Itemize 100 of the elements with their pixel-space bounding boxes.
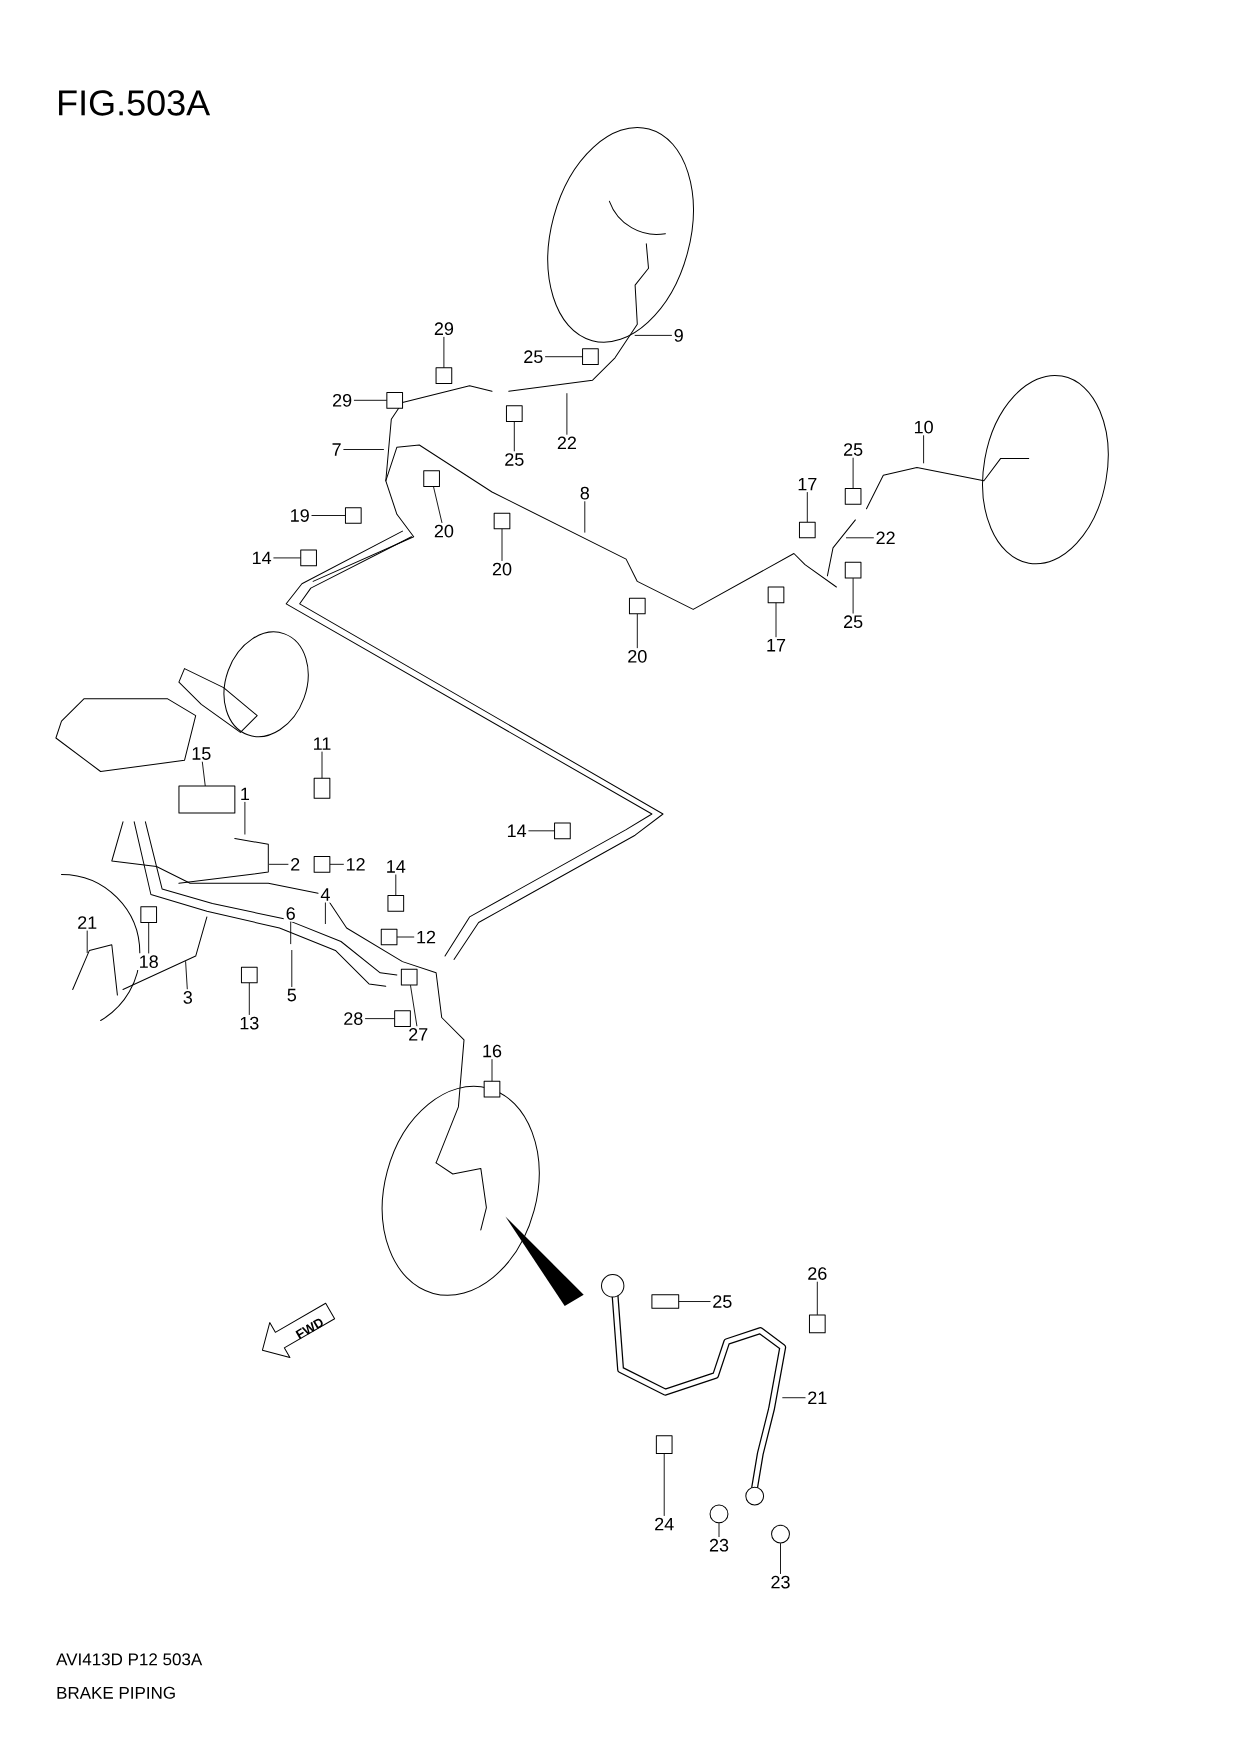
callout-number: 22 — [873, 529, 898, 547]
callout-number: 28 — [341, 1010, 366, 1027]
leader-line — [343, 449, 384, 450]
figure-title: FIG.503A — [59, 90, 211, 116]
leader-line — [244, 801, 246, 835]
callout-number: 24 — [652, 1515, 677, 1533]
callout-number: 25 — [502, 451, 527, 468]
leader-line — [545, 356, 583, 358]
callout-number: 22 — [554, 434, 579, 452]
clip-part — [554, 822, 571, 840]
drawing-code: AVI413D P12 503A — [56, 1653, 203, 1666]
clip-part — [400, 968, 418, 986]
clip-part — [140, 906, 158, 923]
callout-number: 3 — [180, 989, 195, 1006]
callout-number: 20 — [431, 522, 456, 540]
leader-line — [443, 336, 445, 368]
leader-line — [201, 761, 206, 787]
callout-number: 12 — [343, 856, 368, 873]
leader-line — [324, 902, 326, 925]
leader-line — [528, 830, 555, 832]
callout-number: 23 — [707, 1536, 731, 1554]
callout-number: 29 — [431, 320, 456, 338]
leader-line — [291, 949, 293, 988]
clip-part — [387, 895, 405, 912]
callout-number: 9 — [671, 327, 686, 344]
leader-line — [86, 930, 88, 954]
leader-line — [433, 486, 443, 523]
leader-line — [269, 863, 289, 865]
callout-number: 27 — [406, 1026, 431, 1043]
leader-line — [782, 1397, 806, 1399]
leader-line — [353, 399, 387, 401]
clip-part — [386, 391, 404, 409]
leader-line — [816, 1281, 818, 1315]
callout-number: 4 — [318, 886, 333, 903]
leader-line — [663, 1453, 665, 1516]
clip-part — [798, 521, 816, 539]
callout-number: 14 — [504, 822, 529, 839]
clip-part — [651, 1294, 680, 1309]
callout-number: 1 — [237, 785, 252, 803]
clip-part — [655, 1435, 673, 1455]
callout-number: 11 — [310, 735, 334, 752]
leader-line — [491, 1059, 493, 1082]
callout-number: 15 — [189, 745, 214, 762]
clip-part — [435, 367, 453, 385]
callout-number: 23 — [768, 1573, 793, 1591]
clip-part — [844, 488, 862, 505]
washer-part — [771, 1524, 790, 1544]
leader-line — [311, 515, 346, 516]
leader-line — [395, 874, 397, 896]
leader-line — [845, 537, 874, 539]
callout-number: 25 — [710, 1293, 735, 1310]
leader-line — [513, 421, 515, 452]
leader-line — [566, 393, 568, 435]
clip-part — [313, 855, 331, 873]
callout-number: 25 — [841, 441, 866, 458]
clip-part — [483, 1080, 501, 1098]
leader-line — [501, 528, 503, 561]
callout-number: 2 — [288, 856, 303, 873]
leader-line — [852, 457, 854, 489]
callout-number: 17 — [795, 475, 820, 493]
leader-line — [775, 602, 777, 638]
callout-number: 17 — [764, 637, 788, 654]
clip-part — [394, 1010, 411, 1027]
callout-number: 25 — [521, 348, 546, 366]
callout-number: 7 — [329, 441, 344, 458]
leader-line — [321, 751, 323, 779]
leader-line — [148, 922, 150, 954]
clip-part — [240, 966, 258, 984]
leader-line — [248, 982, 250, 1015]
clip-part — [493, 512, 511, 530]
leader-line — [185, 961, 188, 990]
clip-part — [767, 586, 785, 604]
callout-number: 10 — [911, 418, 936, 436]
callout-number: 18 — [136, 953, 161, 970]
leader-line — [410, 985, 418, 1027]
clip-part — [808, 1314, 826, 1334]
washer-part — [709, 1504, 729, 1524]
clip-part — [380, 928, 398, 946]
clip-part — [628, 597, 646, 615]
callout-number: 21 — [805, 1389, 830, 1406]
callout-number: 29 — [330, 391, 355, 409]
leader-line — [678, 1301, 711, 1302]
leader-line — [718, 1522, 720, 1538]
leader-line — [852, 578, 854, 614]
callout-number: 5 — [284, 986, 299, 1004]
arrow-label: FWD — [295, 1318, 323, 1340]
clip-part — [582, 348, 599, 366]
leader-line — [780, 1543, 781, 1574]
callout-number: 20 — [625, 647, 650, 665]
callout-number: 14 — [383, 858, 408, 875]
leader-line — [329, 863, 344, 865]
callout-number: 19 — [287, 507, 312, 524]
clip-part — [178, 785, 236, 814]
leader-line — [365, 1018, 395, 1020]
callout-number: 16 — [480, 1042, 504, 1060]
callout-number: 14 — [249, 549, 274, 567]
callout-number: 21 — [75, 914, 100, 931]
clip-part — [313, 777, 331, 799]
callout-number: 6 — [283, 905, 298, 922]
clip-part — [300, 549, 317, 567]
